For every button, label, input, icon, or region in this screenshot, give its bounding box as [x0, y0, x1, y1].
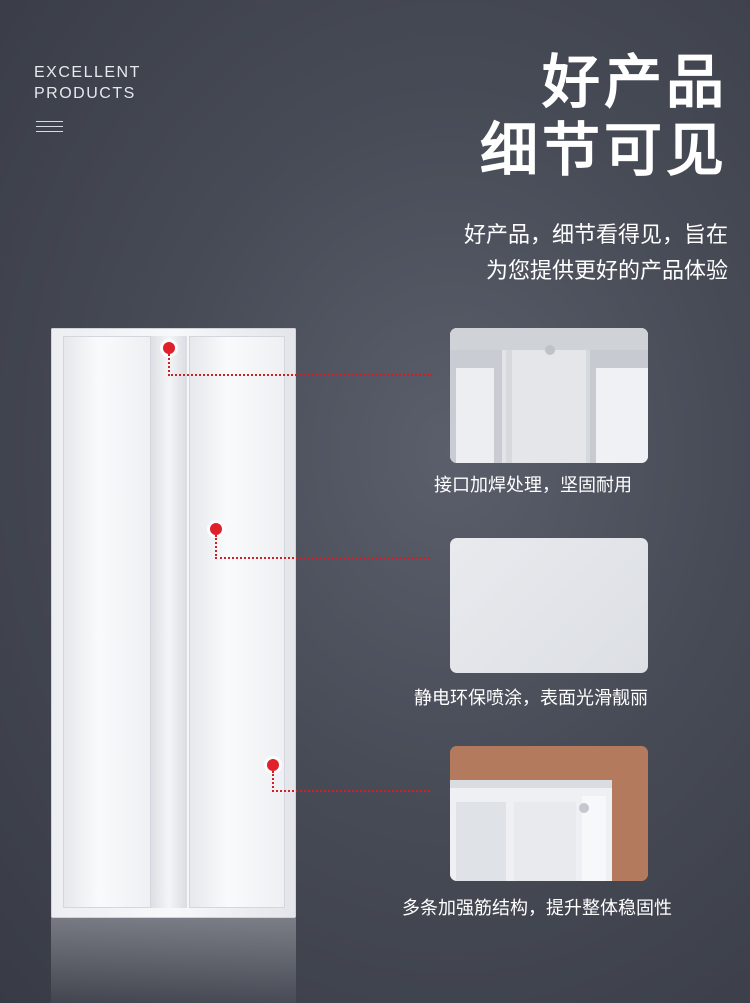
caption-coating: 静电环保喷涂，表面光滑靓丽 [414, 688, 648, 709]
cabinet-right-panel [189, 336, 285, 908]
cabinet-left-panel [63, 336, 151, 908]
leader-line-1 [168, 354, 432, 376]
headline-line-1: 好产品 [541, 48, 728, 116]
cabinet-divider [151, 336, 187, 908]
hotspot-1 [163, 342, 175, 354]
subtitle: 好产品，细节看得见，旨在 为您提供更好的产品体验 [464, 218, 728, 290]
subtitle-line-1: 好产品，细节看得见，旨在 [463, 223, 728, 248]
subtitle-line-2: 为您提供更好的产品体验 [485, 259, 728, 284]
hotspot-3 [267, 759, 279, 771]
cabinet-reflection [51, 918, 296, 1003]
caption-weld: 接口加焊处理，坚固耐用 [434, 475, 632, 496]
detail-image-reinforcement [450, 746, 648, 881]
headline-line-2: 细节可见 [479, 116, 728, 184]
headline: 好产品 细节可见 [480, 48, 728, 184]
brand-line-1: EXCELLENT [34, 64, 141, 81]
hotspot-2 [210, 523, 222, 535]
detail-image-weld [450, 328, 648, 463]
brand-label: EXCELLENT PRODUCTS [34, 62, 141, 104]
menu-icon [36, 121, 63, 133]
brand-line-2: PRODUCTS [34, 85, 136, 102]
leader-line-2 [215, 535, 430, 559]
cabinet-image [51, 328, 296, 918]
caption-reinforcement: 多条加强筋结构，提升整体稳固性 [402, 898, 672, 919]
detail-image-coating [450, 538, 648, 673]
leader-line-3 [272, 771, 430, 792]
